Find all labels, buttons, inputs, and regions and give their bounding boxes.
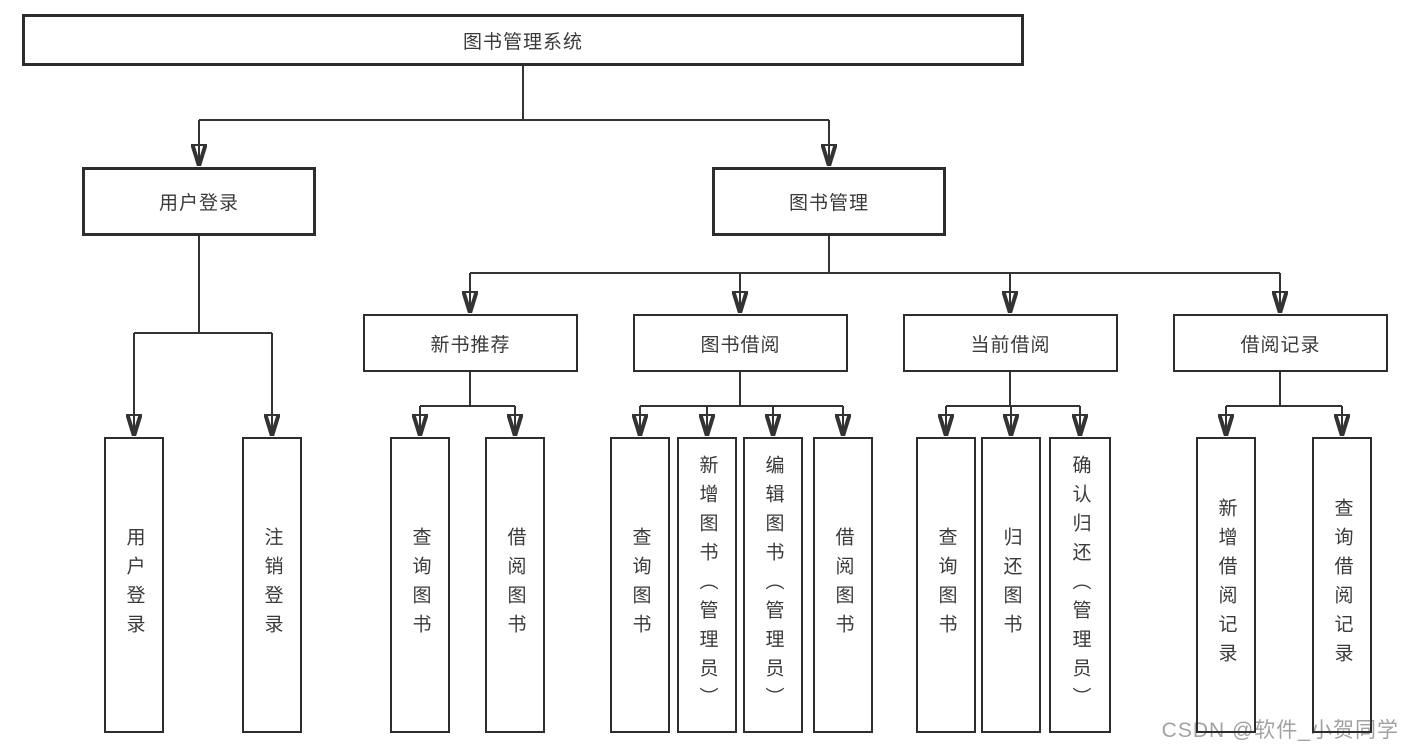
node-user-login: 用户登录 bbox=[82, 167, 316, 236]
node-user-login-label: 用户登录 bbox=[158, 193, 239, 214]
node-leaf-add-book-admin: 新增图书（管理员） bbox=[677, 437, 737, 733]
node-borrow-record: 借阅记录 bbox=[1173, 314, 1388, 372]
node-book-management-label: 图书管理 bbox=[788, 193, 869, 214]
node-leaf-return-book: 归还图书 bbox=[981, 437, 1041, 733]
node-leaf-edit-book-admin: 编辑图书（管理员） bbox=[743, 437, 803, 733]
node-leaf-query-borrow-record: 查询借阅记录 bbox=[1312, 437, 1372, 733]
node-root: 图书管理系统 bbox=[22, 14, 1024, 66]
node-current-borrow-label: 当前借阅 bbox=[970, 334, 1051, 356]
node-leaf-logout: 注销登录 bbox=[242, 437, 302, 733]
node-leaf-query-book-3: 查询图书 bbox=[916, 437, 976, 733]
node-leaf-borrow-book-1: 借阅图书 bbox=[485, 437, 545, 733]
node-borrow-record-label: 借阅记录 bbox=[1240, 334, 1321, 356]
node-leaf-user-login: 用户登录 bbox=[104, 437, 164, 733]
node-book-borrow: 图书借阅 bbox=[633, 314, 848, 372]
node-leaf-query-book-2: 查询图书 bbox=[610, 437, 670, 733]
node-leaf-confirm-return-admin: 确认归还（管理员） bbox=[1049, 437, 1111, 733]
node-leaf-add-borrow-record: 新增借阅记录 bbox=[1196, 437, 1256, 733]
node-new-book-recommend-label: 新书推荐 bbox=[430, 334, 511, 356]
node-root-label: 图书管理系统 bbox=[462, 31, 583, 53]
node-current-borrow: 当前借阅 bbox=[903, 314, 1118, 372]
node-leaf-borrow-book-2: 借阅图书 bbox=[813, 437, 873, 733]
node-leaf-query-book-1: 查询图书 bbox=[390, 437, 450, 733]
node-book-management: 图书管理 bbox=[712, 167, 946, 236]
node-book-borrow-label: 图书借阅 bbox=[700, 334, 781, 356]
csdn-watermark: CSDN @软件_小贺同学 bbox=[1161, 719, 1399, 742]
node-new-book-recommend: 新书推荐 bbox=[363, 314, 578, 372]
